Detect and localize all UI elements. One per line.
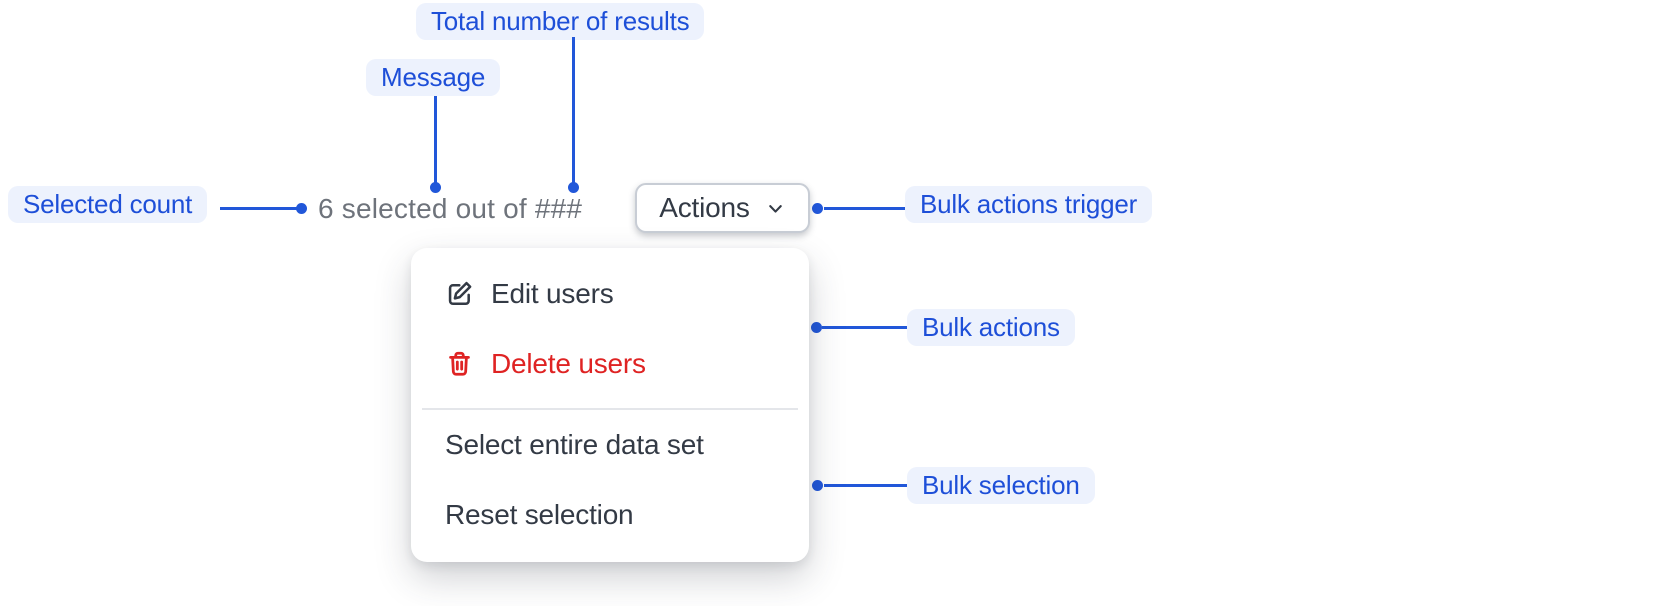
connector-line-bulk-actions	[822, 326, 907, 329]
annotation-label-bulk-actions: Bulk actions	[907, 309, 1075, 346]
connector-dot-bulk-selection	[812, 480, 823, 491]
menu-item-reset-selection[interactable]: Reset selection	[411, 480, 809, 550]
edit-icon	[445, 279, 474, 308]
menu-item-select-entire-data-set[interactable]: Select entire data set	[411, 411, 809, 481]
annotation-label-total-results: Total number of results	[416, 3, 705, 40]
menu-item-label: Edit users	[491, 277, 614, 309]
connector-line-message	[434, 96, 437, 185]
menu-item-label: Reset selection	[445, 499, 634, 531]
menu-item-delete-users[interactable]: Delete users	[411, 329, 809, 399]
annotation-label-selected-count: Selected count	[8, 186, 208, 223]
connector-dot-message	[430, 182, 441, 193]
connector-dot-total-results	[568, 182, 579, 193]
connector-line-total-results	[572, 37, 575, 185]
connector-dot-selected-count	[296, 203, 307, 214]
selection-message: 6 selected out of ###	[318, 193, 583, 224]
trash-icon	[445, 349, 474, 378]
menu-divider	[422, 407, 798, 410]
annotation-label-bulk-actions-trigger: Bulk actions trigger	[905, 186, 1153, 223]
connector-line-bulk-actions-trigger	[824, 207, 905, 210]
bulk-actions-menu: Edit users Delete users Select entire da…	[411, 248, 809, 562]
connector-dot-bulk-actions-trigger	[812, 203, 823, 214]
connector-line-selected-count	[220, 207, 297, 210]
menu-item-edit-users[interactable]: Edit users	[411, 259, 809, 329]
menu-item-label: Select entire data set	[445, 429, 704, 461]
chevron-down-icon	[765, 198, 786, 219]
actions-button-label: Actions	[659, 192, 750, 223]
connector-dot-bulk-actions	[811, 322, 822, 333]
annotation-label-bulk-selection: Bulk selection	[907, 467, 1095, 504]
menu-item-label: Delete users	[491, 347, 646, 379]
bulk-actions-trigger-button[interactable]: Actions	[635, 183, 810, 233]
connector-line-bulk-selection	[824, 484, 907, 487]
annotation-label-message: Message	[366, 59, 501, 96]
